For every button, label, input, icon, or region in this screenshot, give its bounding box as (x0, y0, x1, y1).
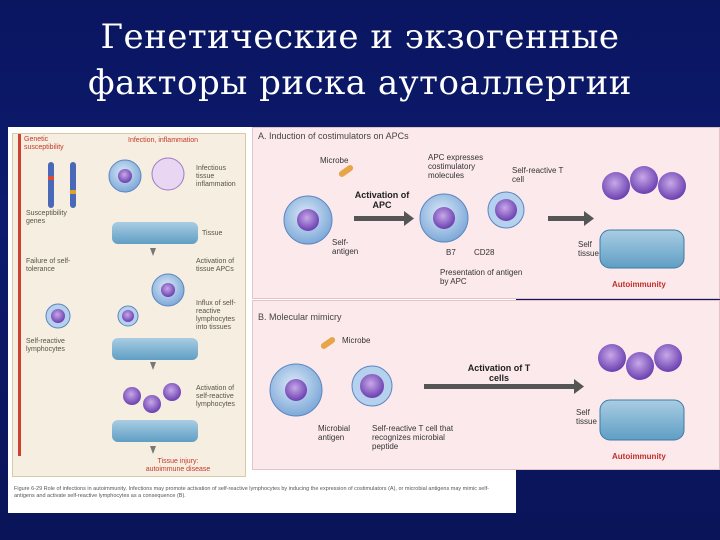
label-tissue: Tissue (202, 230, 223, 237)
figure-caption: Figure 6-29 Role of infections in autoim… (14, 486, 489, 499)
panel-b-title: B. Molecular mimicry (258, 312, 342, 322)
panel-a-t-cell-icon (487, 191, 525, 229)
panel-b-activation-arrow (424, 379, 584, 394)
tissue-injury-line1: Tissue injury: (157, 458, 199, 465)
left-flow-arrows (150, 248, 156, 454)
panel-a-apc-icon (283, 195, 333, 245)
panel-b-autoimmunity: Autoimmunity (612, 452, 666, 461)
left-panel-red-arrow (18, 134, 21, 456)
tissue-injury-line2: autoimmune disease (145, 466, 211, 473)
label-genetic-susceptibility: Genetic susceptibility (24, 136, 64, 151)
label-infectious-tissue-inflammation: Infectious tissue inflammation (196, 165, 236, 188)
panel-a-activation-arrow (354, 211, 414, 226)
panel-a-cd28: CD28 (474, 248, 495, 257)
chromosome-icon (48, 162, 76, 208)
panel-a-presentation: Presentation of antigen by APC (440, 268, 523, 286)
label-activation-tissue-apcs: Activation of tissue APCs (196, 258, 235, 273)
infected-cell-icon (108, 157, 185, 193)
panel-b-microbe: Microbe (342, 336, 371, 345)
title-line-1: Генетические и экзогенные (100, 17, 620, 57)
panel-a-microbe: Microbe (320, 156, 349, 165)
panel-a-apc-expresses: APC expresses costimulatory molecules (428, 153, 484, 180)
title-line-2: факторы риска аутоаллергии (88, 63, 632, 103)
panel-b-self-tissue-icon (598, 344, 685, 441)
label-activation-effector: Activation of self-reactive lymphocytes (196, 385, 235, 408)
panel-b-self-reactive-t: Self-reactive T cell that recognizes mic… (372, 424, 454, 451)
panel-a-tissue-arrow (548, 211, 594, 226)
panel-a-autoimmunity: Autoimmunity (612, 280, 666, 289)
panel-a-b7: B7 (446, 248, 456, 257)
panel-b-microbe-icon (320, 337, 336, 349)
label-failure-self-tolerance: Failure of self-tolerance (26, 258, 71, 273)
panel-b-activation-t: Activation of T cells (467, 363, 531, 383)
label-self-reactive-lymphocytes: Self-reactive lymphocytes (26, 338, 65, 353)
panel-a-self-tissue: Self tissue (578, 240, 599, 258)
panel-b (252, 300, 720, 470)
left-apc-cell-icon (151, 273, 185, 307)
panel-a-self-antigen: Self-antigen (332, 238, 359, 256)
left-tissue-rows (112, 222, 198, 442)
slide-title: Генетические и экзогенные факторы риска … (0, 14, 720, 106)
label-infection-inflammation: Infection, inflammation (128, 137, 199, 144)
panel-b-self-tissue: Self tissue (576, 408, 597, 426)
left-lymphocyte-icon (45, 303, 139, 329)
label-tissue-injury: Tissue injury: autoimmune disease (128, 458, 228, 474)
panel-a-self-reactive-t: Self-reactive T cell (512, 166, 564, 184)
panel-a-self-tissue-icon (599, 166, 686, 269)
panel-a-activated-apc-icon (419, 193, 469, 243)
panel-b-t-cell-icon (351, 365, 393, 407)
label-susceptibility-genes: Susceptibility genes (26, 210, 67, 225)
panel-a-title: A. Induction of costimulators on APCs (258, 131, 409, 141)
panel-a-microbe-icon (338, 165, 354, 177)
panel-b-apc-icon (269, 363, 323, 417)
label-influx-lymphocytes: Influx of self-reactive lymphocytes into… (196, 300, 236, 331)
left-effector-cells-icon (123, 383, 181, 413)
panel-a-activation-apc: Activation of APC (354, 190, 410, 210)
panel-b-microbial-antigen: Microbial antigen (318, 424, 351, 442)
